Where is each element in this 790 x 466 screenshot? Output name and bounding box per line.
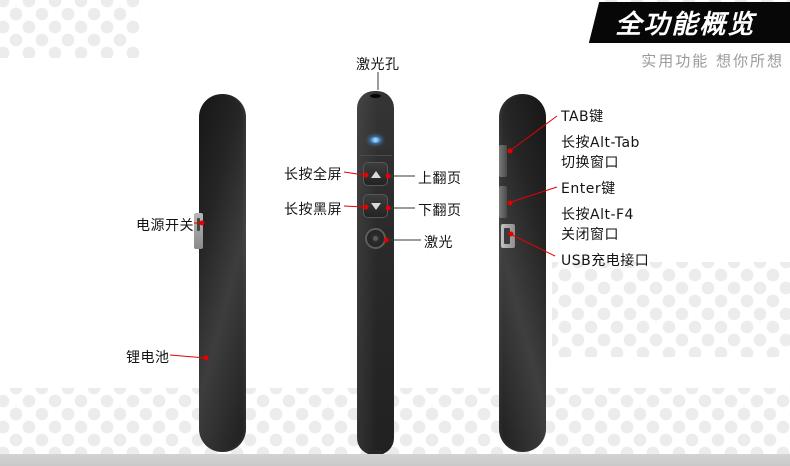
power-switch [194,213,203,249]
usb-port [501,224,515,248]
footer-bar [0,454,790,466]
usb-port-slot [504,228,510,244]
led-indicator [370,137,381,143]
page-down-button [363,194,388,218]
laser-button-pip [373,236,378,241]
presenter-front-view [357,91,394,460]
label-alt-tab: 长按Alt-Tab [561,135,640,151]
page-title: 全功能概览 [613,10,762,40]
label-laser: 激光 [424,235,453,251]
enter-side-key [499,186,507,218]
tab-side-key [499,145,507,177]
label-battery: 锂电池 [126,350,170,366]
label-enter-key: Enter键 [561,181,616,197]
laser-button [365,228,386,249]
label-usb: USB充电接口 [561,253,650,269]
panel-seam [359,155,392,156]
label-tab-key: TAB键 [561,109,604,125]
title-banner: 全功能概览 [588,2,790,43]
device-sheen [357,91,394,455]
label-switch-window: 切换窗口 [561,155,619,171]
label-page-down: 下翻页 [418,203,462,219]
laser-hole-notch [370,94,381,98]
label-page-up: 上翻页 [418,171,462,187]
up-arrow-icon [370,170,381,178]
page-subtitle: 实用功能 想你所想 [641,52,784,70]
down-arrow-icon [370,202,381,210]
dot-pattern-top-left [0,0,140,58]
presenter-side-view-left [194,94,246,452]
label-close-window: 关闭窗口 [561,227,619,243]
label-laser-hole: 激光孔 [356,57,400,73]
power-switch-slot [197,218,200,231]
label-blackscreen: 长按黑屏 [284,202,342,218]
presenter-side-view-right [499,94,546,452]
label-alt-f4: 长按Alt-F4 [561,207,634,223]
page-up-button [363,162,388,186]
label-power-switch: 电源开关 [136,218,194,234]
dot-pattern-bottom [0,388,790,458]
label-fullscreen: 长按全屏 [284,167,342,183]
dot-pattern-right-middle [552,262,790,357]
